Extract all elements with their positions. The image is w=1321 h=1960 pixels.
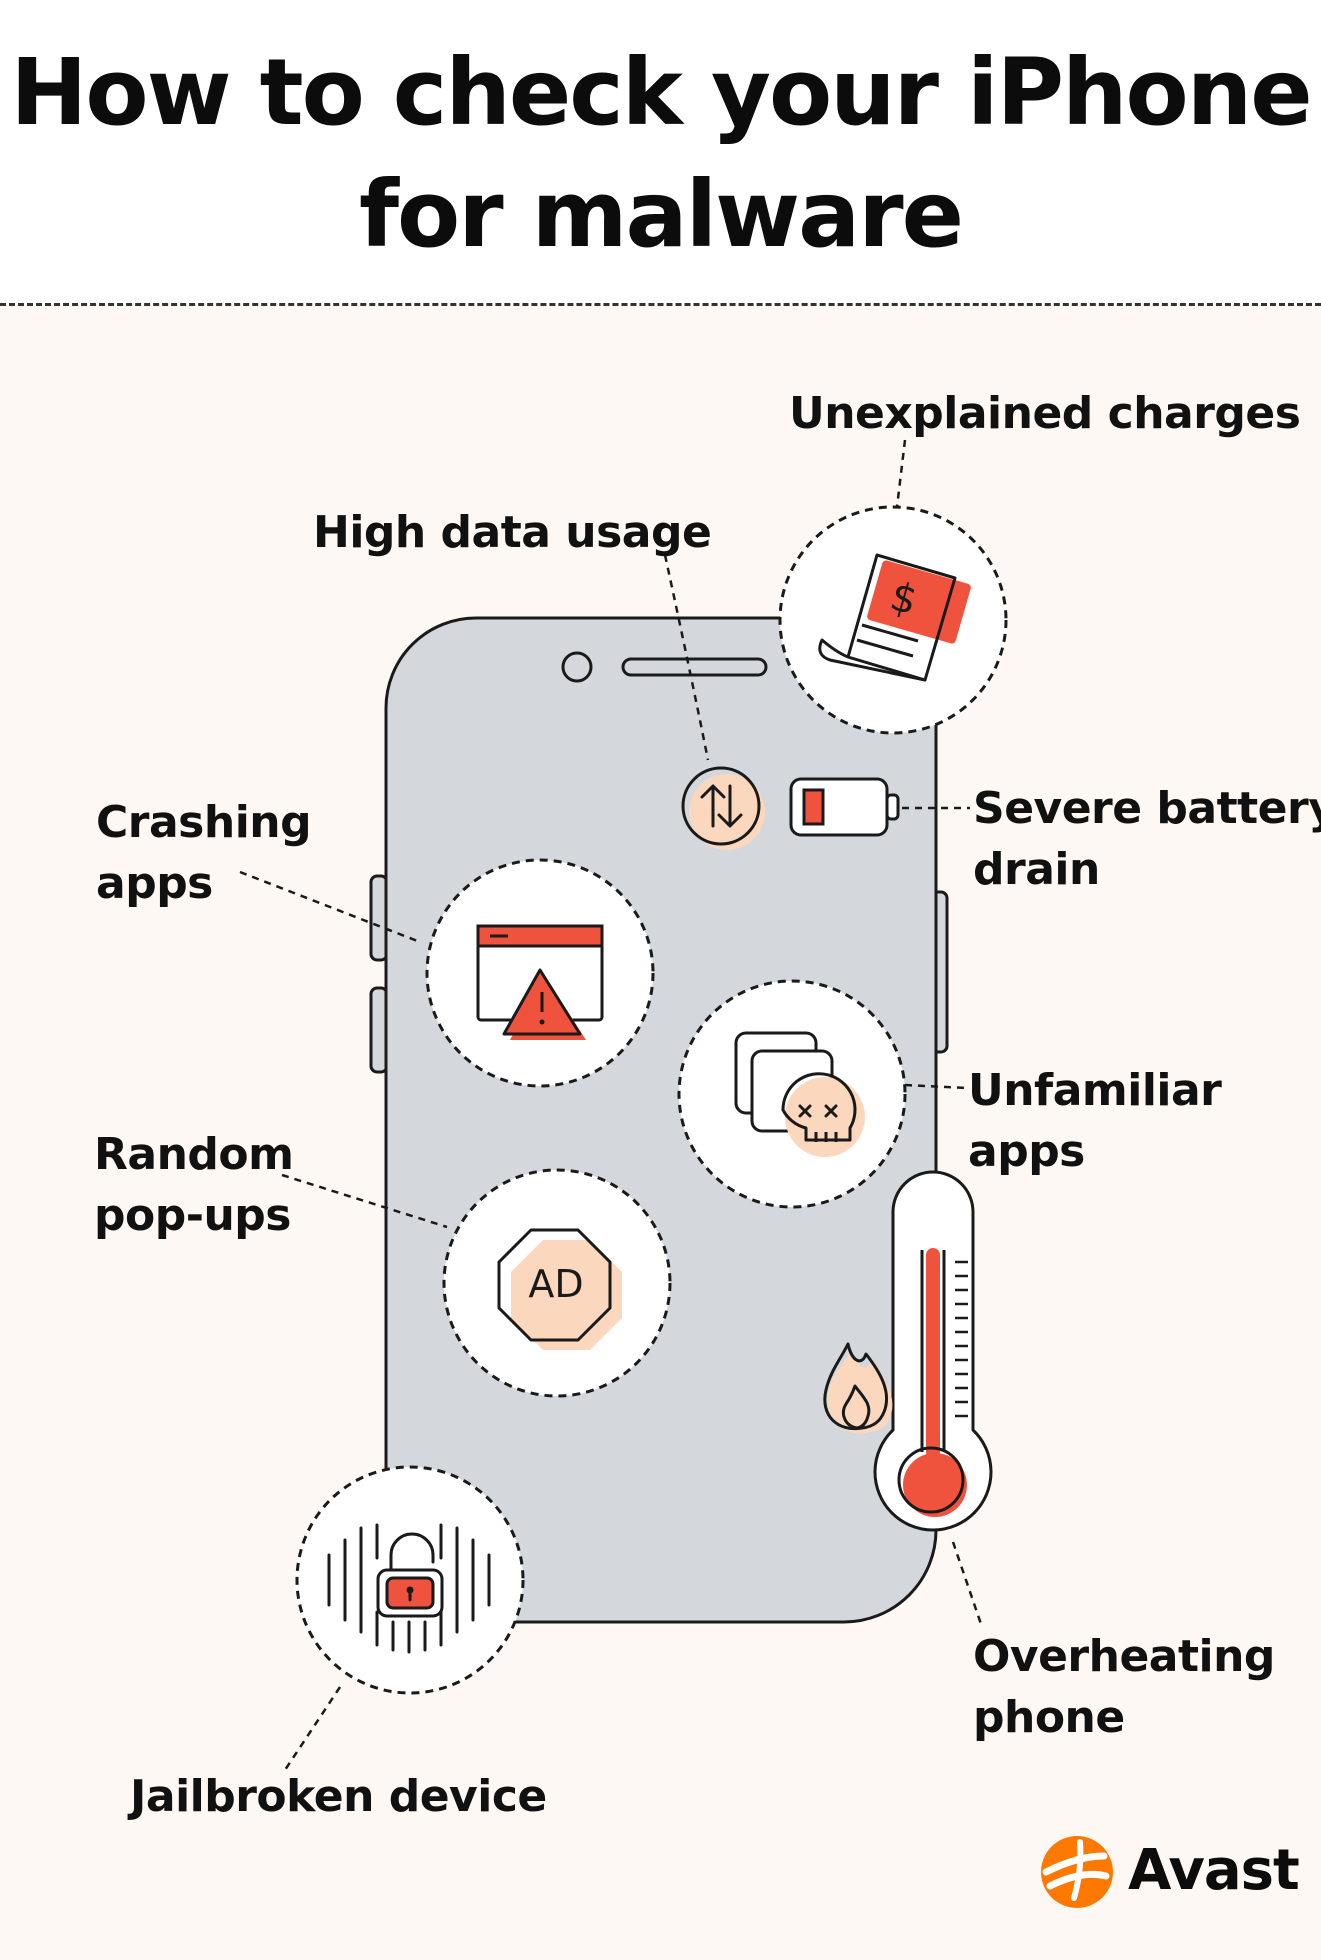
label-overheating-phone: Overheating phone — [973, 1626, 1275, 1748]
label-crashing-apps: Crashing apps — [96, 792, 312, 914]
flame-icon — [823, 1342, 893, 1434]
label-severe-battery-drain: Severe battery drain — [973, 778, 1321, 900]
avast-logo-icon — [1041, 1836, 1113, 1908]
crashing-apps-line-2: apps — [96, 858, 213, 909]
crashing-window-icon — [476, 924, 604, 1040]
phone-speaker — [621, 657, 768, 677]
unfamiliar-apps-line-1: Unfamiliar — [968, 1065, 1222, 1116]
data-usage-icon — [681, 766, 765, 850]
page-title: How to check your iPhone for malware — [0, 32, 1321, 276]
random-popups-line-2: pop-ups — [94, 1190, 292, 1241]
unfamiliar-apps-line-2: apps — [968, 1126, 1085, 1177]
battery-drain-line-2: drain — [973, 844, 1100, 895]
header-divider — [0, 303, 1321, 306]
battery-icon — [789, 777, 900, 837]
ad-popup-icon: AD — [497, 1228, 622, 1350]
header: How to check your iPhone for malware — [0, 0, 1321, 305]
brand-name: Avast — [1128, 1838, 1300, 1903]
overheating-line-2: phone — [973, 1692, 1125, 1743]
thermometer-icon — [873, 1170, 993, 1532]
title-line-2: for malware — [359, 161, 964, 268]
label-high-data-usage: High data usage — [313, 507, 712, 558]
front-camera — [561, 651, 593, 683]
brand-logo: Avast — [1040, 1832, 1310, 1912]
random-popups-line-1: Random — [94, 1129, 294, 1180]
jailbroken-lock-icon — [327, 1523, 491, 1654]
crashing-apps-line-1: Crashing — [96, 797, 312, 848]
skull-apps-icon — [734, 1031, 865, 1157]
label-random-popups: Random pop-ups — [94, 1124, 294, 1246]
title-line-1: How to check your iPhone — [10, 39, 1312, 146]
receipt-icon: $ — [818, 553, 971, 682]
label-unexplained-charges: Unexplained charges — [789, 388, 1301, 439]
ad-text: AD — [528, 1262, 583, 1306]
label-unfamiliar-apps: Unfamiliar apps — [968, 1060, 1222, 1182]
overheating-line-1: Overheating — [973, 1631, 1275, 1682]
label-jailbroken-device: Jailbroken device — [130, 1771, 547, 1822]
connector-lines — [239, 439, 984, 1771]
battery-drain-line-1: Severe battery — [973, 783, 1321, 834]
